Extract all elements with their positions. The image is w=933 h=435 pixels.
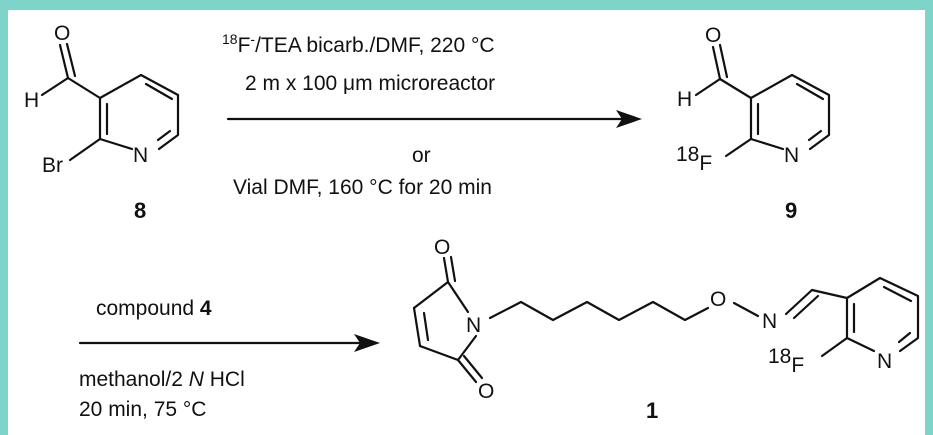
reagent-conditions: /TEA bicarb./DMF, 220 °C <box>255 34 494 57</box>
atom-o-bottom: O <box>478 380 494 403</box>
time-temp-text: 20 min, 75 °C <box>79 398 206 421</box>
svg-text:18F: 18F <box>676 143 712 175</box>
atom-o: O <box>54 22 70 45</box>
svg-text:methanol/2 N HCl: methanol/2 N HCl <box>79 368 245 391</box>
diagram-frame <box>8 10 925 435</box>
microreactor-text: 2 m x 100 μm microreactor <box>245 72 495 95</box>
atom-o-ether: O <box>710 288 726 311</box>
atom-n: N <box>784 144 799 167</box>
atom-o: O <box>705 24 721 47</box>
vial-conditions-text: Vial DMF, 160 °C for 20 min <box>233 176 492 199</box>
atom-f: F <box>791 354 804 377</box>
isotope-label: 18 <box>676 143 699 166</box>
svg-text:compound 4: compound 4 <box>96 297 212 320</box>
or-text: or <box>412 144 431 167</box>
reagent-charge: - <box>250 31 255 47</box>
atom-n-oxime: N <box>762 310 777 333</box>
atom-o-top: O <box>434 236 450 259</box>
atom-n-pyridine: N <box>877 350 892 373</box>
compound-4-prefix: compound <box>96 297 200 320</box>
atom-n: N <box>133 144 148 167</box>
solvent-prefix: methanol/2 <box>79 368 189 391</box>
compound-9-label: 9 <box>785 198 797 223</box>
reaction-arrow-2 <box>78 334 380 352</box>
compound-9-structure: O H N 18F <box>676 24 831 175</box>
reagent-fluoride: F <box>238 34 251 57</box>
atom-n-imide: N <box>466 314 481 337</box>
compound-8-label: 8 <box>134 198 146 223</box>
reagent-isotope: 18 <box>222 31 238 47</box>
atom-h: H <box>677 88 692 111</box>
atom-br: Br <box>42 154 63 177</box>
compound-8-structure: O H N Br <box>24 22 180 177</box>
isotope-label: 18 <box>768 345 791 368</box>
reaction-arrow-1 <box>226 110 642 128</box>
svg-text:18F-/TEA bicarb./DMF, 220 °C: 18F-/TEA bicarb./DMF, 220 °C <box>222 31 495 57</box>
atom-f: F <box>699 152 712 175</box>
step2-conditions: compound 4 methanol/2 N HCl 20 min, 75 °… <box>79 297 245 421</box>
atom-h: H <box>24 89 39 112</box>
normality-symbol: N <box>189 368 205 391</box>
svg-text:18F: 18F <box>768 345 804 377</box>
compound-1-structure: N O O O N N 18F <box>412 236 920 403</box>
step1-conditions: 18F-/TEA bicarb./DMF, 220 °C 2 m x 100 μ… <box>222 31 495 199</box>
compound-4-number: 4 <box>200 297 212 320</box>
compound-1-label: 1 <box>646 398 658 423</box>
acid-text: HCl <box>204 368 245 391</box>
